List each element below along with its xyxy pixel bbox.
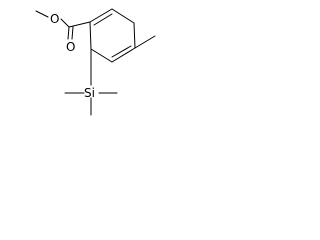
- bond-carbonyl-co-2: [71, 26, 74, 40]
- bond-carbonyl-co-1: [67, 26, 70, 40]
- bond-ring-c3-c4: [133, 22, 136, 49]
- bond-ring-c4-c5: [111, 47, 136, 63]
- bond-ring-c2-c3: [111, 8, 135, 24]
- bond-carbonyl-ring: [68, 21, 91, 28]
- bond-ring-c5-c6: [90, 48, 113, 63]
- atom-label-oxygen: O: [66, 40, 75, 54]
- bond-methyl-o: [35, 10, 49, 18]
- bond-ring-c1-c2: [89, 8, 113, 23]
- atom-label-silicon: Si: [84, 86, 95, 100]
- bond-o-carbonyl-carbon: [60, 18, 70, 28]
- atom-label-oxygen: O: [50, 12, 59, 26]
- bond-ring-methyl: [134, 35, 156, 49]
- molecule-diagram: O O Si: [35, 8, 156, 116]
- bond-ring-c6-c1: [89, 21, 92, 50]
- bond-ring-c4-c5-double: [111, 45, 132, 58]
- bond-ring-c1-c2-double: [93, 13, 113, 26]
